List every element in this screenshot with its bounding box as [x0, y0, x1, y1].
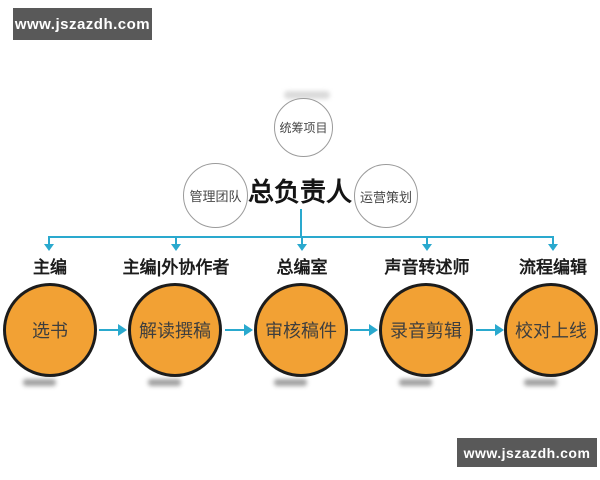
flow-arrow-line: [350, 329, 369, 331]
circle-shadow: [148, 379, 181, 386]
bubble-operations-planning: 运营策划: [354, 164, 418, 228]
role-label-chief-editor: 主编: [33, 258, 67, 277]
shadow-smudge-top: [284, 91, 330, 99]
role-label-process-editor: 流程编辑: [519, 258, 587, 277]
process-circle-interpret-draft: 解读撰稿: [128, 283, 222, 377]
flow-arrow-line: [99, 329, 118, 331]
down-arrowhead-icon: [171, 244, 181, 251]
role-label-editorial-office: 总编室: [276, 258, 328, 277]
branch-drop-line: [48, 237, 50, 245]
bubble-project-coordination: 统筹项目: [274, 98, 333, 157]
down-arrowhead-icon: [44, 244, 54, 251]
circle-shadow: [23, 379, 56, 386]
branch-drop-line: [175, 237, 177, 245]
process-circle-select-book: 选书: [3, 283, 97, 377]
leader-stem-line: [300, 209, 302, 237]
circle-shadow: [399, 379, 432, 386]
right-arrowhead-icon: [495, 324, 504, 336]
down-arrowhead-icon: [297, 244, 307, 251]
watermark-top-left: www.jszazdh.com: [13, 8, 152, 40]
right-arrowhead-icon: [244, 324, 253, 336]
branch-drop-line: [552, 237, 554, 245]
down-arrowhead-icon: [548, 244, 558, 251]
circle-shadow: [274, 379, 307, 386]
process-circle-review-manuscript: 审核稿件: [254, 283, 348, 377]
role-label-voice-narrator: 声音转述师: [384, 258, 470, 277]
watermark-bottom-right: www.jszazdh.com: [457, 438, 597, 467]
circle-shadow: [524, 379, 557, 386]
branch-drop-line: [301, 237, 303, 245]
process-circle-proofread-launch: 校对上线: [504, 283, 598, 377]
leader-title: 总负责人: [248, 177, 353, 207]
down-arrowhead-icon: [422, 244, 432, 251]
branch-drop-line: [426, 237, 428, 245]
bubble-management-team: 管理团队: [183, 163, 248, 228]
process-circle-record-edit: 录音剪辑: [379, 283, 473, 377]
flow-arrow-line: [476, 329, 495, 331]
flow-arrow-line: [225, 329, 244, 331]
right-arrowhead-icon: [118, 324, 127, 336]
role-label-editor-collaborator: 主编|外协作者: [122, 258, 230, 277]
right-arrowhead-icon: [369, 324, 378, 336]
